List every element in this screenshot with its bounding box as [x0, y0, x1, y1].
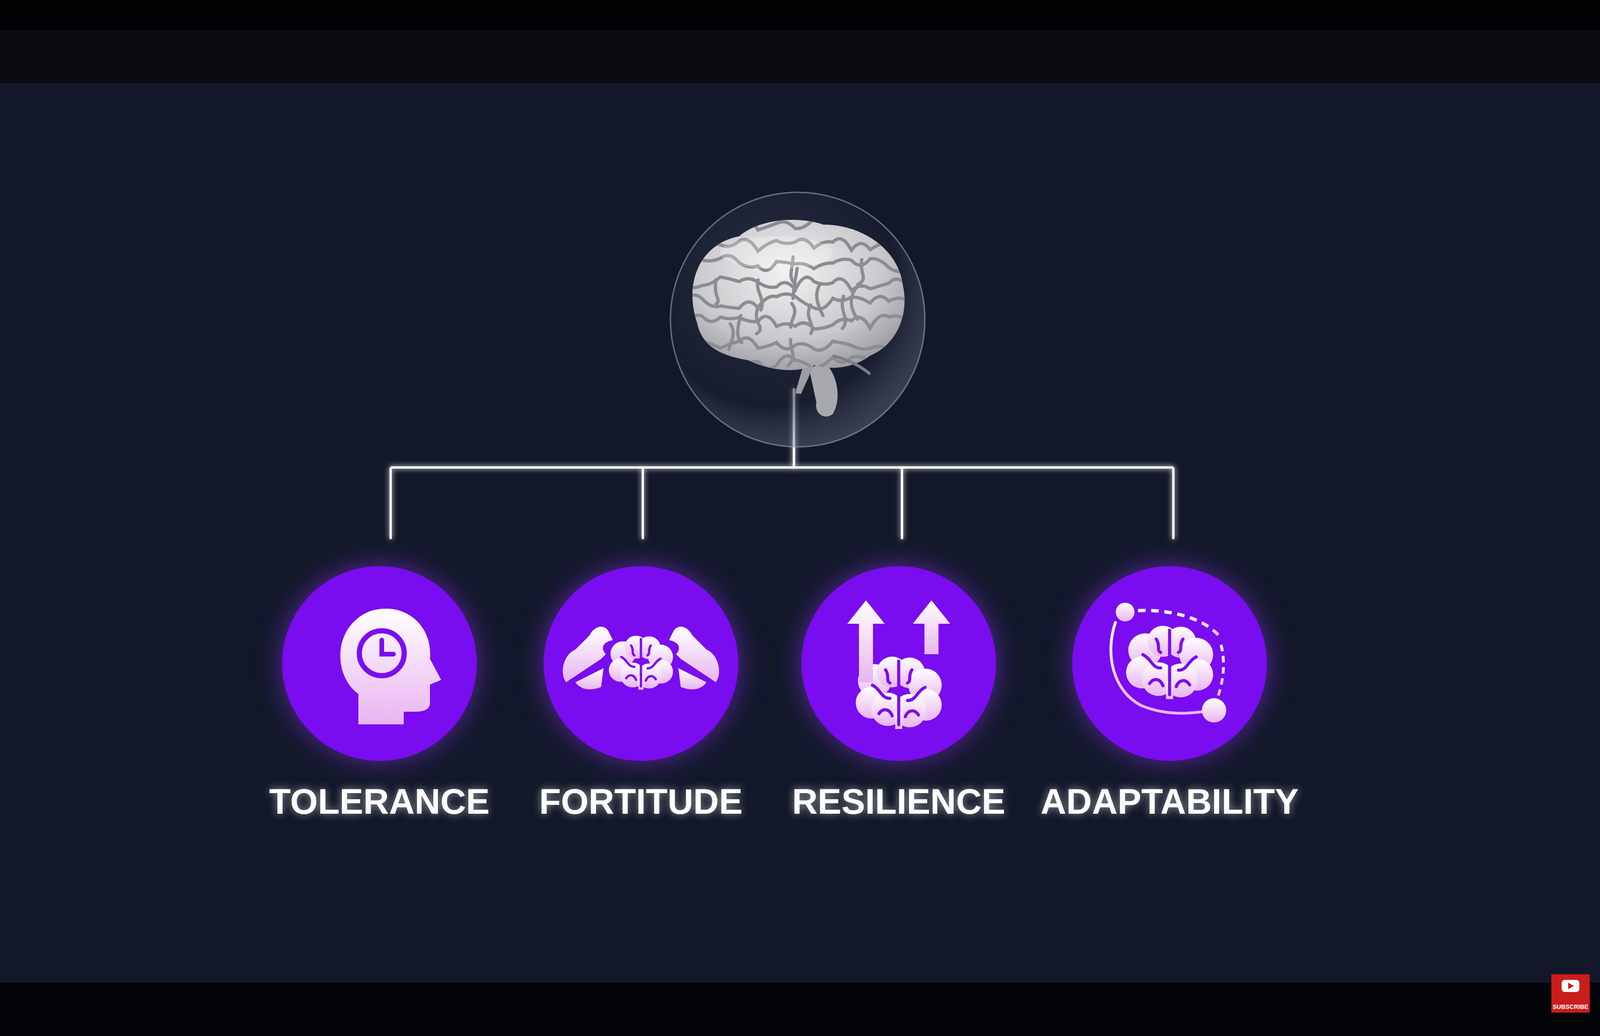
- trait-label: TOLERANCE: [229, 780, 530, 823]
- trait-circle-fill: [1072, 566, 1267, 761]
- trait-label: RESILIENCE: [749, 780, 1049, 823]
- trait-node: RESILIENCE: [749, 566, 1049, 829]
- trait-circle-fill: [282, 566, 477, 761]
- brain-fold: [757, 279, 763, 310]
- brain-fold: [715, 279, 719, 304]
- brain-fold: [728, 323, 734, 350]
- trait-circle: [1019, 566, 1320, 761]
- brain-fold: [858, 259, 864, 285]
- trait-circle-fill: [543, 566, 739, 761]
- trait-node: ADAPTABILITY: [1019, 566, 1320, 829]
- trait-label: ADAPTABILITY: [1019, 780, 1320, 823]
- brain-fold: [816, 283, 823, 316]
- brain-fold: [683, 217, 927, 233]
- trait-node: TOLERANCE: [229, 566, 530, 829]
- brain-fold: [808, 305, 813, 334]
- badge-label: SUBSCRIBE: [1551, 1003, 1590, 1011]
- brain-fold: [788, 339, 793, 366]
- trait-circle-fill: [801, 566, 997, 761]
- trait-node: FORTITUDE: [491, 566, 791, 829]
- brain-fold: [683, 355, 927, 369]
- brain-fold: [737, 315, 742, 343]
- brain-fold: [842, 296, 846, 329]
- brain-sphere: [670, 192, 927, 447]
- brain-fold: [683, 315, 927, 329]
- brain-fold: [851, 286, 858, 320]
- brain-fold: [683, 336, 927, 350]
- trait-circle: [491, 566, 791, 761]
- trait-label: FORTITUDE: [491, 780, 791, 823]
- brain-fold: [790, 303, 795, 328]
- brain-fold: [756, 306, 761, 334]
- trait-circle: [749, 566, 1049, 761]
- brain-fold: [683, 276, 927, 291]
- trait-circle: [229, 566, 530, 761]
- subscribe-badge: [1551, 974, 1590, 1013]
